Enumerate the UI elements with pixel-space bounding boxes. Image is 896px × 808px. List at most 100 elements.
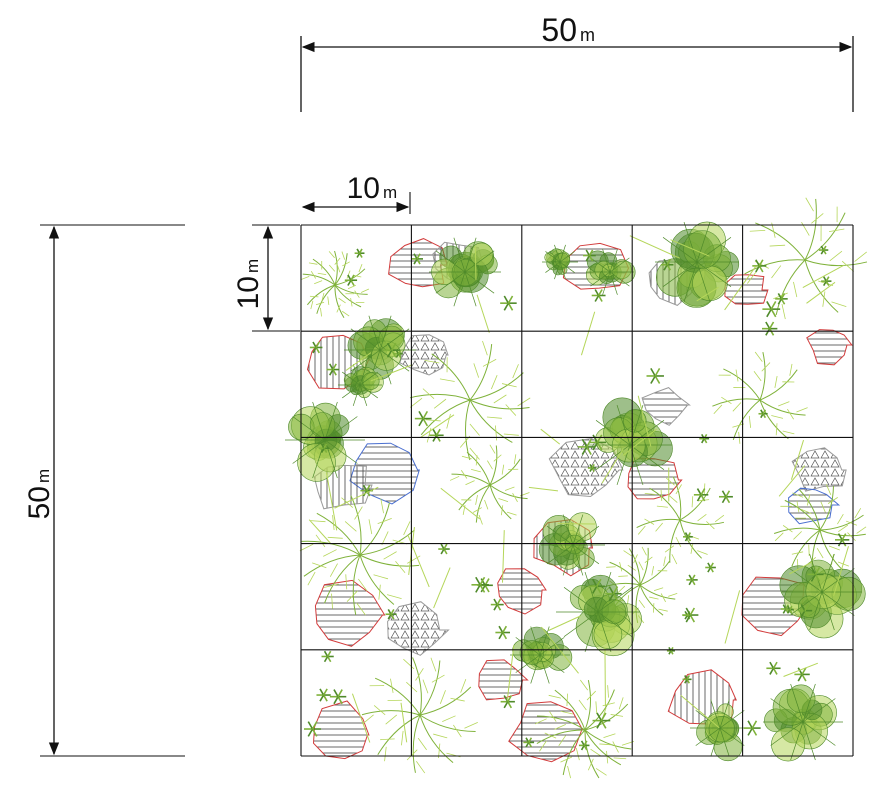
tree-canopy — [538, 512, 605, 576]
top-dimension-unit: m — [580, 25, 595, 45]
tree-canopy — [556, 571, 642, 657]
shrub-symbol — [762, 301, 781, 318]
cell-height-unit: m — [243, 259, 262, 273]
shrub-symbol — [344, 274, 358, 286]
planting-bed — [312, 700, 370, 760]
tree-canopy-outline — [449, 444, 530, 525]
tree-canopy — [763, 683, 843, 762]
left-dimension-unit: m — [34, 469, 53, 483]
shrub-symbol — [385, 609, 397, 620]
shrub-symbol — [794, 667, 810, 682]
tree-canopy-outline — [773, 484, 867, 577]
top-dimension: 50 m — [300, 12, 854, 112]
shrub-symbol — [834, 533, 850, 547]
shrub-symbol — [490, 598, 504, 611]
shrub-symbol — [500, 295, 517, 311]
shrub-symbol — [321, 650, 334, 663]
shrub-symbol — [523, 737, 535, 748]
shrub-symbol — [605, 586, 622, 602]
top-dimension-value: 50 — [541, 12, 577, 48]
planting-bed — [314, 579, 386, 647]
planting-bed — [791, 447, 847, 492]
tree-canopy — [779, 553, 866, 639]
shrub-symbol — [500, 695, 515, 709]
shrub-symbol — [383, 342, 400, 358]
planting-bed — [806, 329, 853, 366]
tree-canopy — [585, 249, 636, 295]
shrub-symbol — [495, 625, 511, 640]
shrub-symbol — [775, 293, 788, 305]
cell-width-unit: m — [383, 183, 397, 202]
tree-canopy — [344, 315, 416, 385]
planting-layer — [285, 197, 868, 779]
shrub-symbol — [682, 675, 692, 684]
shrub-symbol — [660, 258, 674, 271]
shrub-symbol — [414, 410, 432, 427]
tree-canopy-outline — [301, 250, 370, 319]
shrub-symbol — [718, 490, 733, 504]
shrub-symbol — [646, 368, 664, 384]
shrub-symbol — [699, 434, 710, 444]
shrub-symbol — [683, 532, 693, 542]
shrub-symbol — [785, 605, 794, 614]
shrub-symbol — [818, 245, 829, 255]
shrub-symbol — [766, 661, 781, 675]
shrub-symbol — [587, 463, 597, 472]
shrub-symbol — [583, 249, 596, 262]
cell-width-value: 10 — [347, 172, 380, 205]
planting-bed — [641, 387, 691, 426]
left-dimension: 50 m — [23, 224, 185, 757]
tree-canopy — [542, 244, 578, 280]
shrub-symbol — [592, 712, 611, 729]
shrub-symbol — [797, 603, 813, 618]
tree-canopy — [655, 221, 740, 308]
tree-canopy-outline — [409, 340, 531, 461]
shrub-symbol — [588, 578, 605, 594]
shrub-symbol — [693, 488, 709, 502]
shrub-symbol — [762, 321, 778, 336]
shrub-symbol — [705, 562, 716, 573]
grass-strokes — [308, 235, 849, 743]
shrub-symbol — [319, 443, 330, 454]
tree-canopy-outline — [712, 351, 808, 444]
shrub-symbol — [354, 248, 365, 258]
shrub-symbol — [682, 607, 699, 623]
cell-width-dimension: 10 m — [301, 172, 411, 214]
tree-canopy-outline — [535, 679, 635, 779]
planting-bed — [788, 487, 841, 525]
shrub-symbol — [329, 689, 347, 705]
tree-canopy — [429, 237, 501, 307]
plot-grid — [300, 224, 854, 757]
planting-bed — [478, 659, 529, 701]
shrub-symbol — [326, 363, 340, 376]
shrub-symbol — [578, 740, 590, 751]
shrub-symbol — [309, 341, 323, 354]
planting-bed — [508, 701, 584, 763]
shrub-symbol — [591, 289, 606, 302]
shrub-symbol — [304, 721, 322, 737]
shrub-symbol — [316, 688, 331, 702]
shrub-symbol — [807, 566, 824, 582]
shrub-symbol — [588, 434, 607, 451]
planting-bed — [399, 334, 449, 376]
shrub-symbol — [758, 409, 768, 419]
tree-canopy — [338, 363, 384, 407]
shrub-symbol — [429, 428, 444, 442]
shrub-symbol — [821, 276, 832, 287]
tree-canopy — [690, 699, 750, 762]
shrub-symbol — [666, 646, 675, 655]
tree-canopy-outline — [361, 657, 478, 774]
cell-height-value: 10 — [232, 276, 265, 309]
shrub-symbol — [686, 574, 698, 586]
cell-height-dimension: 10 m — [232, 224, 300, 332]
tree-canopy-outline — [636, 476, 725, 565]
shrub-symbol — [411, 253, 424, 265]
planting-bed — [387, 601, 450, 656]
left-dimension-value: 50 — [23, 486, 56, 519]
shrub-symbol — [394, 349, 403, 358]
shrub-symbol — [471, 576, 489, 593]
planting-bed — [627, 457, 683, 500]
shrub-symbol — [438, 543, 450, 555]
shrub-symbol — [743, 720, 761, 736]
